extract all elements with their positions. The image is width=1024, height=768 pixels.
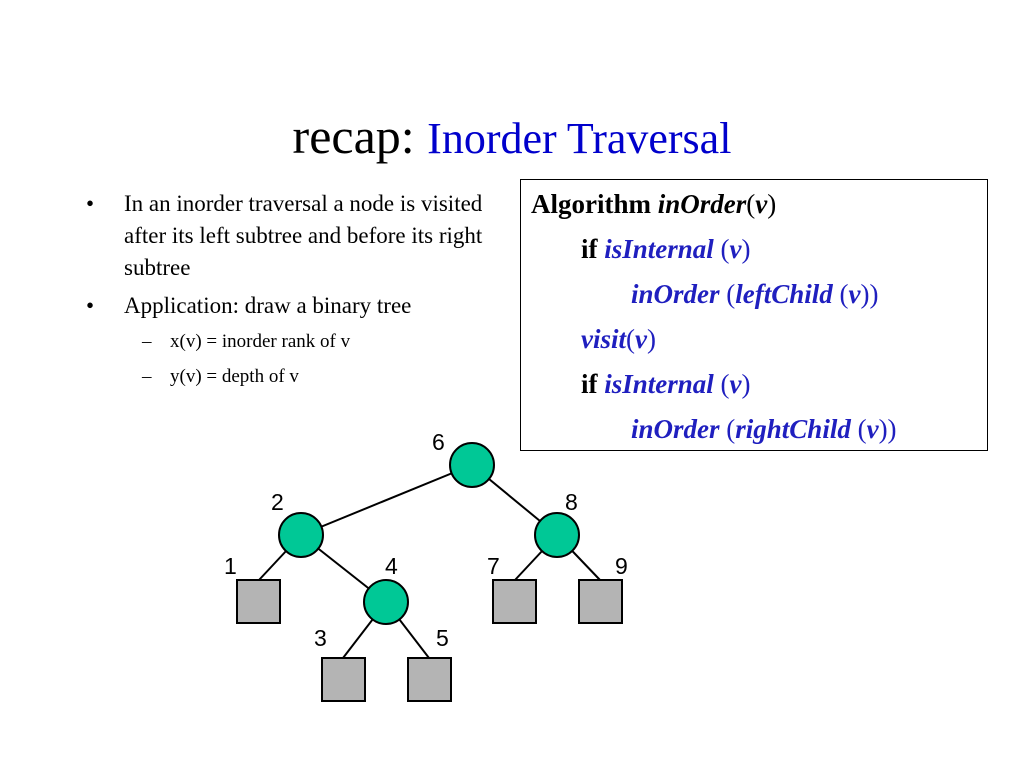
tree-internal-nodes <box>278 442 580 625</box>
algorithm-line-visit: visit(v) <box>581 324 656 354</box>
algorithm-line-if-left: if isInternal (v) <box>581 234 751 264</box>
bullet-text: In an inorder traversal a node is visite… <box>124 191 483 280</box>
node-label-4: 4 <box>385 553 398 579</box>
leaf-node-3 <box>321 657 366 702</box>
bullet-marker: • <box>86 191 95 216</box>
sub-bullet-item: – x(v) = inorder rank of v <box>84 328 494 356</box>
node-label-3: 3 <box>314 625 327 651</box>
sub-bullet-marker: – <box>142 366 152 387</box>
node-label-1: 1 <box>224 553 237 579</box>
param-v: v <box>729 234 742 264</box>
bullet-item: • Application: draw a binary tree <box>84 290 494 322</box>
param-v: v <box>635 324 647 354</box>
leaf-node-5 <box>407 657 452 702</box>
sub-bullet-text: y(v) = depth of v <box>170 366 299 387</box>
bullet-item: • In an inorder traversal a node is visi… <box>84 188 494 284</box>
param-v: v <box>848 279 861 309</box>
leaf-node-1 <box>236 579 281 624</box>
right-child-call: rightChild <box>735 414 851 444</box>
param-v: v <box>866 414 879 444</box>
param-v: v <box>729 369 742 399</box>
tree-edges <box>258 464 601 659</box>
node-label-9: 9 <box>615 553 628 579</box>
node-label-6: 6 <box>432 429 445 455</box>
bullet-list: • In an inorder traversal a node is visi… <box>84 188 494 398</box>
function-name: inOrder <box>657 189 747 219</box>
algorithm-box: Algorithm inOrder(v) if isInternal (v) i… <box>520 179 988 451</box>
algorithm-line-if-right: if isInternal (v) <box>581 369 751 399</box>
internal-node-8 <box>534 512 580 558</box>
tree-leaves <box>236 579 623 702</box>
node-label-8: 8 <box>565 489 578 515</box>
internal-node-4 <box>363 579 409 625</box>
bullet-marker: • <box>86 293 95 318</box>
visit-call: visit <box>581 324 626 354</box>
if-keyword: if <box>581 234 598 264</box>
algorithm-line-recurse-left: inOrder (leftChild (v)) <box>631 279 879 309</box>
inorder-call: inOrder <box>631 414 720 444</box>
is-internal-call: isInternal <box>604 234 714 264</box>
left-child-call: leftChild <box>735 279 833 309</box>
title-prefix: recap: <box>292 108 415 164</box>
node-label-5: 5 <box>436 625 449 651</box>
title-main: Inorder Traversal <box>427 114 732 163</box>
node-label-7: 7 <box>487 553 500 579</box>
algorithm-header: Algorithm inOrder(v) <box>531 189 777 219</box>
edge-6-2 <box>300 464 473 536</box>
slide-title: recap: Inorder Traversal <box>0 104 1024 171</box>
bullet-text: Application: draw a binary tree <box>124 293 412 318</box>
node-label-2: 2 <box>271 489 284 515</box>
inorder-call: inOrder <box>631 279 720 309</box>
tree-labels: 6 2 8 1 4 7 9 3 5 <box>224 429 628 651</box>
sub-bullet-text: x(v) = inorder rank of v <box>170 331 351 352</box>
leaf-node-7 <box>492 579 537 624</box>
sub-bullet-marker: – <box>142 331 152 352</box>
internal-node-2 <box>278 512 324 558</box>
sub-bullet-item: – y(v) = depth of v <box>84 363 494 391</box>
algorithm-line-recurse-right: inOrder (rightChild (v)) <box>631 414 897 444</box>
algorithm-keyword: Algorithm <box>531 189 651 219</box>
if-keyword: if <box>581 369 598 399</box>
is-internal-call: isInternal <box>604 369 714 399</box>
param-v: v <box>755 189 768 219</box>
leaf-node-9 <box>578 579 623 624</box>
internal-node-6 <box>449 442 495 488</box>
